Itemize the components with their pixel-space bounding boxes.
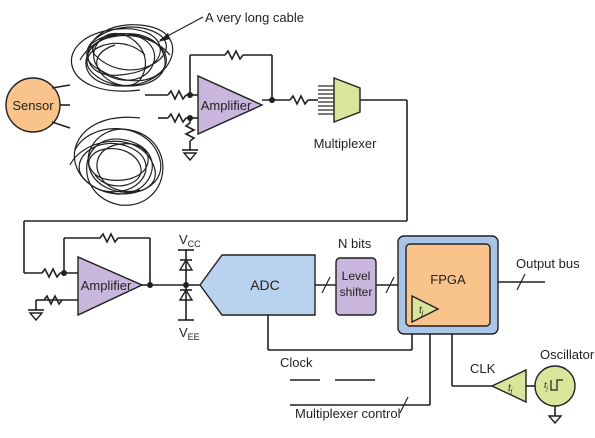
top-amplifier-wiring bbox=[145, 49, 318, 162]
fpga-label: FPGA bbox=[430, 272, 466, 287]
fpga-tj-label: tj bbox=[419, 305, 424, 317]
cable-label: A very long cable bbox=[205, 10, 304, 25]
oscillator-label: Oscillator bbox=[540, 347, 595, 362]
mux-control-label: Multiplexer control bbox=[295, 406, 401, 421]
bottom-amplifier-triangle bbox=[77, 255, 144, 317]
tangled-cable-top bbox=[71, 24, 174, 92]
oscillator-circle bbox=[534, 365, 576, 407]
clock-label: Clock bbox=[280, 355, 313, 370]
adc-label: ADC bbox=[250, 277, 280, 293]
bottom-amplifier-wiring bbox=[28, 232, 200, 322]
level-shifter-line2: shifter bbox=[340, 285, 373, 299]
osc-tj-label: tj bbox=[544, 380, 549, 392]
vcc-label: VCC bbox=[179, 232, 201, 249]
top-amplifier-label: Amplifier bbox=[201, 98, 252, 113]
clamp-diodes bbox=[178, 249, 194, 321]
mux-control-wire bbox=[290, 334, 431, 414]
multiplexer-inputs bbox=[318, 85, 334, 115]
clk-buffer bbox=[490, 368, 527, 404]
multiplexer-label: Multiplexer bbox=[314, 136, 378, 151]
vee-label: VEE bbox=[179, 325, 200, 342]
mux-to-amp-wire bbox=[23, 99, 408, 274]
buffer-tj-label: tj bbox=[508, 383, 513, 395]
n-bits-label: N bits bbox=[338, 236, 372, 251]
top-amplifier-triangle bbox=[197, 74, 264, 136]
multiplexer-block bbox=[333, 76, 361, 124]
osc-waveform bbox=[550, 379, 563, 391]
clock-wire bbox=[267, 315, 413, 351]
output-bus-label: Output bus bbox=[516, 256, 580, 271]
tangled-cable-bottom bbox=[69, 116, 164, 206]
level-shifter-line1: Level bbox=[342, 269, 371, 283]
fpga-clock-buffer bbox=[411, 294, 440, 324]
bottom-amplifier-label: Amplifier bbox=[81, 278, 132, 293]
level-shifter-block bbox=[335, 257, 377, 316]
clk-label: CLK bbox=[470, 361, 496, 376]
clk-wire bbox=[451, 334, 535, 387]
sensor-label: Sensor bbox=[12, 98, 54, 113]
